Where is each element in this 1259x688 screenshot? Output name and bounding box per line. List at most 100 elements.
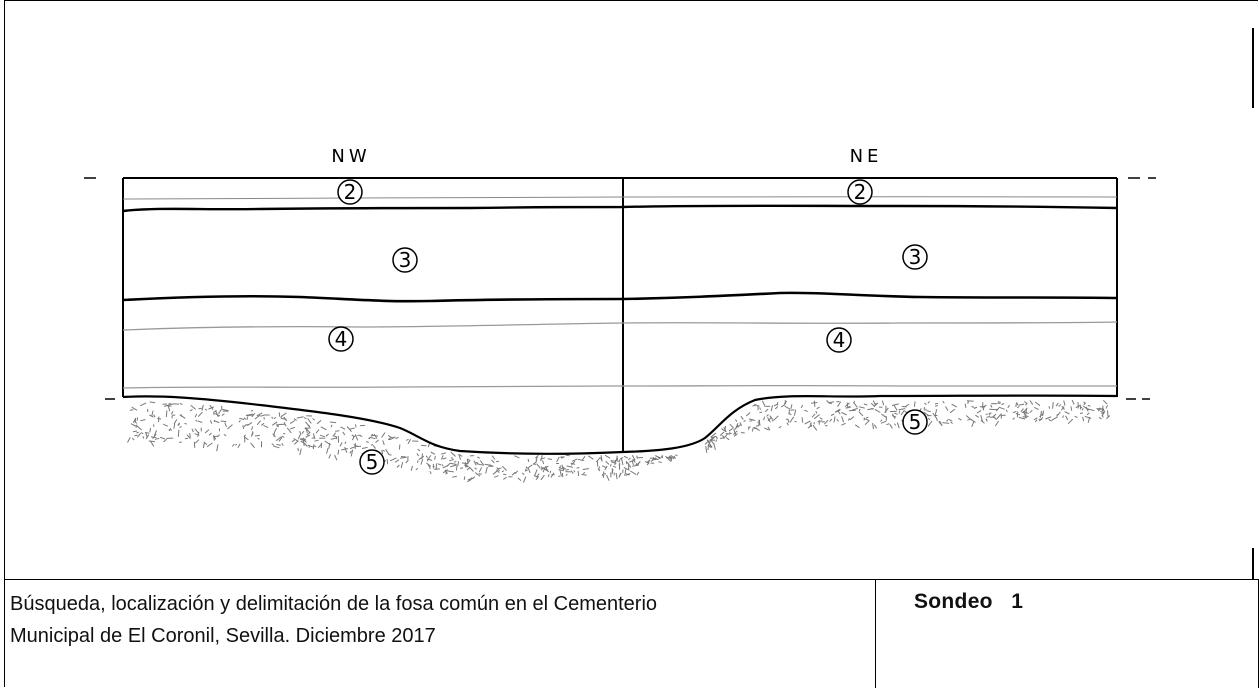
soil-stipple-mark [852,409,858,410]
soil-stipple-mark [261,423,264,425]
soil-stipple-mark [195,414,197,418]
soil-stipple-mark [966,416,970,419]
soil-stipple-mark [892,416,896,418]
soil-stipple-mark [486,467,488,474]
soil-stipple-mark [205,430,209,433]
soil-stipple-mark [864,404,868,405]
soil-stipple-mark [714,443,716,450]
soil-stipple-mark [1006,410,1007,412]
soil-stipple-mark [998,402,1001,403]
soil-stipple-mark [805,421,811,424]
soil-stipple-mark [418,449,420,451]
soil-stipple-mark [239,420,241,422]
soil-stipple-mark [788,419,789,422]
soil-stipple-mark [493,471,498,475]
soil-stipple-mark [794,410,795,416]
soil-stipple-mark [447,471,454,472]
soil-stipple-mark [838,411,840,414]
soil-stipple-mark [625,469,626,476]
soil-stipple-mark [503,474,506,475]
soil-stipple-mark [1103,400,1107,404]
soil-stipple-mark [272,422,277,426]
soil-stipple-mark [811,403,817,404]
soil-stipple-mark [996,415,1000,420]
soil-stipple-mark [308,419,312,424]
soil-stipple-mark [560,470,562,476]
soil-stipple-mark [150,402,156,403]
soil-stipple-mark [771,405,772,411]
soil-texture-layer-5 [128,400,1110,483]
soil-stipple-mark [998,403,1001,404]
soil-stipple-mark [952,404,957,407]
soil-stipple-mark [1030,410,1033,412]
soil-stipple-mark [736,419,737,421]
soil-stipple-mark [958,418,961,420]
soil-stipple-mark [615,460,616,465]
soil-stipple-mark [349,428,354,429]
soil-stipple-mark [722,436,724,438]
soil-stipple-mark [401,457,406,458]
soil-stipple-mark [1099,418,1102,419]
soil-stipple-mark [720,432,724,436]
soil-stipple-mark [308,445,314,447]
soil-stipple-mark [442,464,443,466]
soil-stipple-mark [1017,402,1018,405]
soil-stipple-mark [343,432,345,435]
soil-stipple-mark [154,415,155,418]
soil-stipple-mark [352,437,354,440]
soil-stipple-mark [251,426,252,430]
soil-stipple-mark [362,447,367,448]
soil-stipple-mark [131,424,135,426]
soil-stipple-mark [1026,408,1027,414]
caption-line-2: Municipal de El Coronil, Sevilla. Diciem… [10,620,869,652]
soil-stipple-mark [1071,406,1072,410]
layer-marker-label: 5 [366,450,379,474]
soil-stipple-mark [281,417,282,419]
soil-stipple-mark [977,410,981,413]
soil-stipple-mark [351,450,353,457]
soil-stipple-mark [550,471,551,473]
soil-stipple-mark [476,464,482,466]
soil-stipple-mark [1059,405,1061,407]
soil-stipple-mark [947,420,948,422]
soil-stipple-mark [225,423,227,428]
soil-stipple-mark [1018,404,1024,405]
soil-stipple-mark [136,425,137,428]
soil-stipple-mark [567,466,573,468]
soil-stipple-mark [276,445,280,446]
soil-stipple-mark [1052,417,1058,421]
soil-stipple-mark [582,456,585,461]
soil-stipple-mark [855,425,859,428]
soil-stipple-mark [137,433,140,437]
soil-stipple-mark [824,420,828,424]
soil-stipple-mark [141,433,143,434]
soil-stipple-mark [352,435,354,436]
soil-stipple-mark [217,444,218,451]
soil-stipple-mark [726,438,729,440]
soil-stipple-mark [748,427,751,428]
soil-stipple-mark [605,455,610,458]
soil-stipple-mark [443,458,447,459]
soil-stipple-mark [881,420,882,422]
soil-stipple-mark [243,425,244,429]
soil-stipple-mark [298,435,300,439]
soil-stipple-mark [452,476,457,477]
soil-stipple-mark [341,449,348,451]
soil-stipple-mark [658,462,662,463]
soil-stipple-mark [232,444,234,446]
soil-stipple-mark [1023,417,1027,418]
soil-stipple-mark [885,408,889,413]
soil-stipple-mark [449,460,454,461]
soil-stipple-mark [431,452,435,454]
soil-stipple-mark [951,422,953,423]
soil-stipple-mark [247,423,252,426]
soil-stipple-mark [785,406,791,409]
soil-stipple-mark [791,404,792,408]
soil-stipple-mark [199,408,202,409]
soil-stipple-mark [178,430,179,437]
soil-stipple-mark [748,428,749,430]
soil-stipple-mark [744,421,746,422]
soil-stipple-mark [975,415,978,417]
soil-stipple-mark [150,428,151,432]
soil-stipple-mark [190,409,193,411]
